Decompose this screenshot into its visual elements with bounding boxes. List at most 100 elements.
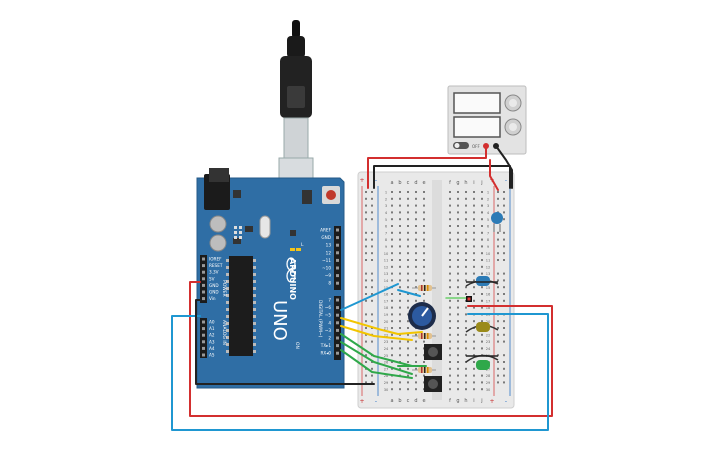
chip-pin bbox=[253, 308, 256, 311]
breadboard-row-number: 24 bbox=[384, 347, 389, 351]
breadboard-hole bbox=[449, 204, 451, 207]
breadboard-hole bbox=[371, 191, 373, 193]
breadboard-hole bbox=[371, 197, 373, 200]
header-pin-label: GND bbox=[209, 290, 219, 295]
breadboard-hole bbox=[449, 238, 451, 241]
wires bbox=[171, 145, 553, 431]
breadboard-hole bbox=[481, 218, 483, 221]
header-pin bbox=[336, 313, 339, 317]
arduino-uno-board: L ARDUINO UNO ON IOREFRESET3.3V5VGNDGNDV… bbox=[196, 168, 345, 389]
breadboard-hole bbox=[497, 374, 499, 377]
breadboard-hole bbox=[449, 265, 451, 268]
breadboard-row-number: 26 bbox=[384, 361, 389, 365]
push-button[interactable] bbox=[424, 376, 442, 392]
header-pin bbox=[336, 306, 339, 310]
breadboard-row-number: 4 bbox=[487, 211, 490, 215]
breadboard-hole bbox=[407, 225, 409, 227]
breadboard-hole bbox=[415, 333, 417, 336]
header-pin bbox=[336, 351, 339, 355]
breadboard-hole bbox=[399, 211, 401, 214]
header-pin-label: GND bbox=[209, 283, 219, 288]
breadboard-hole bbox=[423, 293, 425, 295]
icsp-pin bbox=[234, 226, 237, 229]
breadboard-hole bbox=[391, 265, 393, 268]
led-indicator bbox=[296, 248, 301, 251]
header-pin bbox=[336, 243, 339, 247]
breadboard-row-number: 3 bbox=[385, 204, 387, 208]
breadboard-hole bbox=[407, 367, 409, 370]
breadboard-hole bbox=[399, 191, 401, 193]
breadboard-row-number: 13 bbox=[384, 272, 389, 276]
breadboard-hole bbox=[465, 367, 467, 370]
breadboard-hole bbox=[449, 191, 451, 193]
breadboard-hole bbox=[449, 299, 451, 302]
breadboard-hole bbox=[415, 367, 417, 370]
chip-pin bbox=[253, 273, 256, 276]
chip-pin bbox=[226, 308, 229, 311]
analog-title: ANALOG IN bbox=[221, 320, 227, 345]
breadboard-row-number: 27 bbox=[384, 367, 389, 371]
breadboard-hole bbox=[371, 231, 373, 234]
breadboard-hole bbox=[423, 238, 425, 241]
breadboard-hole bbox=[497, 231, 499, 234]
chip-pin bbox=[253, 259, 256, 262]
breadboard-hole bbox=[449, 279, 451, 282]
breadboard-hole bbox=[391, 252, 393, 255]
breadboard-hole bbox=[497, 333, 499, 336]
header-pin bbox=[202, 320, 205, 324]
breadboard-hole bbox=[481, 374, 483, 377]
breadboard-hole bbox=[481, 211, 483, 214]
breadboard-column-letter: a bbox=[390, 180, 393, 186]
breadboard-hole bbox=[423, 245, 425, 248]
breadboard-hole bbox=[449, 259, 451, 261]
breadboard-hole bbox=[473, 272, 475, 275]
breadboard-row-number: 18 bbox=[384, 306, 389, 310]
breadboard-row-number: 28 bbox=[384, 374, 389, 378]
header-pin-label: ~11 bbox=[322, 258, 331, 263]
breadboard-hole bbox=[415, 279, 417, 282]
chip-pins bbox=[226, 259, 256, 353]
breadboard-hole bbox=[497, 381, 499, 384]
header-pin bbox=[336, 344, 339, 348]
breadboard-hole bbox=[473, 191, 475, 193]
breadboard-hole bbox=[503, 293, 505, 295]
breadboard-hole bbox=[481, 293, 483, 295]
breadboard-hole bbox=[503, 252, 505, 255]
breadboard-column-letter: e bbox=[422, 398, 425, 404]
breadboard-hole bbox=[497, 204, 499, 207]
header-pin-label: GND bbox=[321, 235, 331, 240]
breadboard-hole bbox=[407, 347, 409, 350]
breadboard-hole bbox=[465, 293, 467, 295]
breadboard-hole bbox=[399, 306, 401, 309]
breadboard-hole bbox=[399, 340, 401, 343]
header-pin bbox=[336, 298, 339, 302]
breadboard-hole bbox=[449, 388, 451, 391]
breadboard-hole bbox=[407, 252, 409, 255]
breadboard-hole bbox=[415, 265, 417, 268]
breadboard-column-letter: g bbox=[456, 398, 459, 404]
breadboard-hole bbox=[503, 354, 505, 357]
header-pin-label: RESET bbox=[209, 263, 223, 268]
breadboard-column-letter: h bbox=[464, 398, 467, 404]
led-blue bbox=[465, 276, 499, 287]
breadboard-hole bbox=[457, 313, 459, 316]
wire-red bbox=[367, 145, 487, 189]
breadboard-hole bbox=[503, 204, 505, 207]
rail-plus-label: + bbox=[359, 398, 364, 405]
header-pin-label: A2 bbox=[209, 333, 215, 338]
breadboard-hole bbox=[391, 388, 393, 391]
push-button[interactable] bbox=[424, 344, 442, 360]
breadboard-hole bbox=[407, 218, 409, 221]
breadboard-column-letter: g bbox=[456, 180, 459, 186]
breadboard-hole bbox=[365, 320, 367, 323]
breadboard-row-number: 20 bbox=[486, 320, 491, 324]
breadboard-hole bbox=[457, 204, 459, 207]
breadboard-row-number: 1 bbox=[487, 191, 489, 195]
breadboard-hole bbox=[449, 313, 451, 316]
breadboard-hole bbox=[415, 340, 417, 343]
breadboard-hole bbox=[407, 231, 409, 234]
potentiometer-knob[interactable] bbox=[408, 302, 436, 330]
breadboard-hole bbox=[399, 286, 401, 289]
